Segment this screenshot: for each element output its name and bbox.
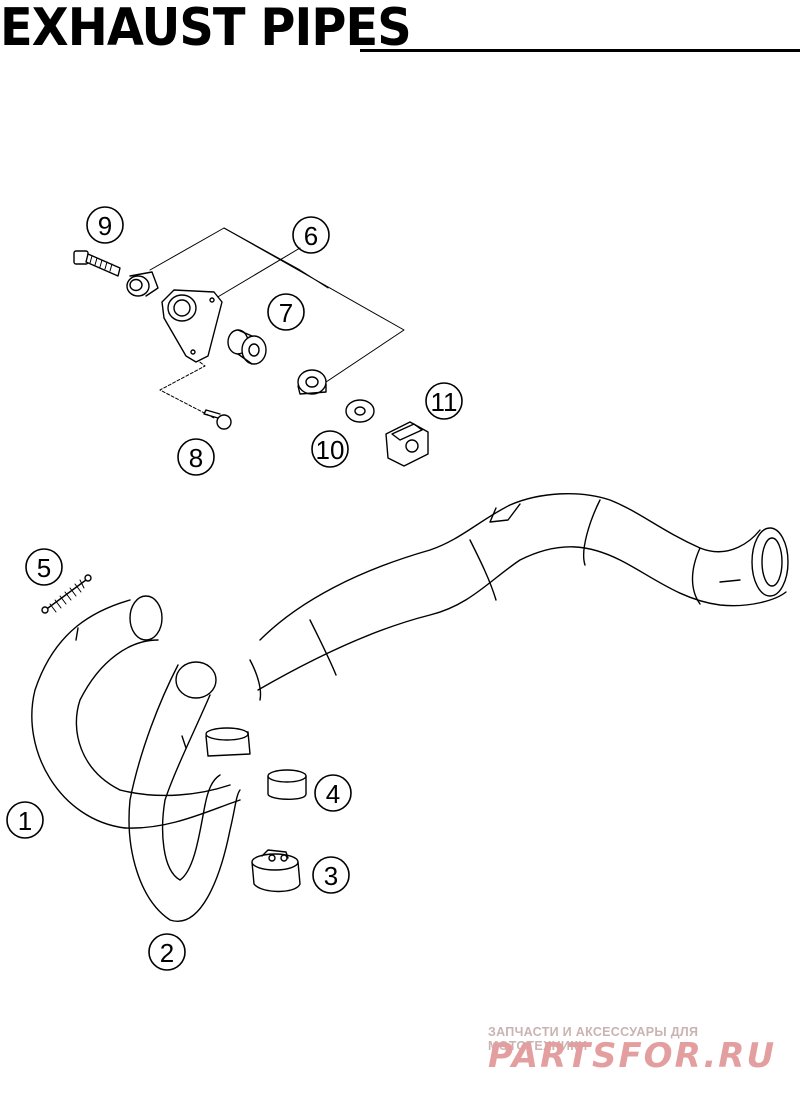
header-pipe-1 xyxy=(31,595,241,829)
callout-circle-1 xyxy=(6,801,44,839)
watermark-brand: PARTSFOR.RU xyxy=(488,1036,777,1076)
callout-circle-4 xyxy=(314,774,352,812)
part-9-bolt xyxy=(73,250,121,277)
mid-pipe-muffler xyxy=(249,493,789,701)
leader-7-mid xyxy=(223,227,329,289)
callout-circle-7 xyxy=(267,293,305,331)
header-pipe-2 xyxy=(128,661,241,922)
part-4-sleeve xyxy=(267,769,307,800)
part-7-lower-grommet xyxy=(297,369,327,395)
pipe-joint-clamp xyxy=(205,727,251,757)
callout-label-9: 9 xyxy=(98,211,112,241)
callout-label-3: 3 xyxy=(324,861,338,891)
leader-8 xyxy=(159,355,215,419)
part-3-clamp xyxy=(251,849,301,893)
callout-label-11: 11 xyxy=(431,387,458,417)
callout-circle-5 xyxy=(25,548,63,586)
callout-label-2: 2 xyxy=(160,938,174,968)
part-5-spring xyxy=(41,574,92,614)
title-underline xyxy=(360,49,800,52)
callout-circle-3 xyxy=(312,856,350,894)
callout-label-7: 7 xyxy=(279,298,293,328)
callout-label-1: 1 xyxy=(18,806,32,836)
callout-circle-6 xyxy=(292,216,330,254)
part-11-clip-nut xyxy=(385,421,429,467)
watermark-tagline: ЗАПЧАСТИ И АКСЕССУАРЫ ДЛЯ МОТОТЕХНИКИ xyxy=(488,1025,699,1053)
page-title: EXHAUST PIPES xyxy=(0,0,412,58)
callout-circles xyxy=(6,206,463,971)
callout-circle-11 xyxy=(425,382,463,420)
part-7-grommet xyxy=(227,329,267,365)
callout-circle-9 xyxy=(86,206,124,244)
leader-6 xyxy=(215,247,301,299)
callout-label-8: 8 xyxy=(189,443,203,473)
callout-label-10: 10 xyxy=(316,435,345,465)
part-8-screw xyxy=(203,409,232,430)
callout-circle-2 xyxy=(148,933,186,971)
part-6-bracket xyxy=(161,289,223,363)
part-9-bushing xyxy=(126,271,159,297)
callout-circle-8 xyxy=(177,438,215,476)
callout-circle-10 xyxy=(311,430,349,468)
callout-label-4: 4 xyxy=(326,779,340,809)
part-10-washer xyxy=(345,399,375,423)
callout-label-6: 6 xyxy=(304,221,318,251)
callout-label-5: 5 xyxy=(37,553,51,583)
